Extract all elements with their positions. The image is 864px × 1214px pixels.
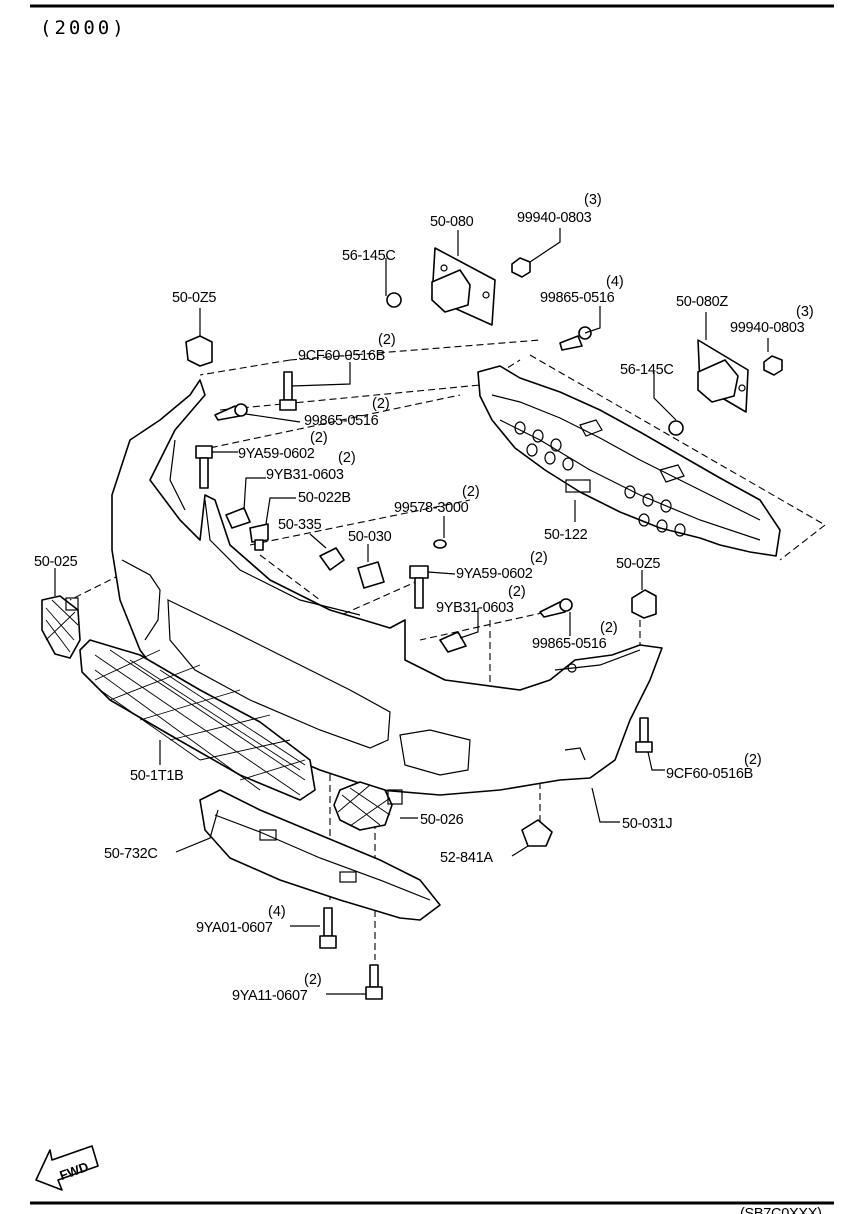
label-9ya11-0607: 9YA11-0607 [232,988,308,1004]
label-9cf60-0516b-b: 9CF60-0516B [666,766,753,782]
year-title: (2000) [40,17,127,39]
qty-9cf60-0516b-a: (2) [378,332,396,348]
fog-lamp-left [41,595,81,659]
qty-9ya01-0607: (4) [268,904,286,920]
absorber-right [697,339,749,413]
fog-lamp-right [333,781,403,831]
label-9ya59-0602-a: 9YA59-0602 [238,446,315,462]
label-50-025: 50-025 [34,554,78,570]
label-99865-0516-c: 99865-0516 [532,636,607,652]
label-50-022b: 50-022B [298,490,351,506]
label-9ya59-0602-b: 9YA59-0602 [456,566,533,582]
qty-99865-0516-b: (2) [372,396,390,412]
qty-9cf60-0516b-b: (2) [744,752,762,768]
label-9ya01-0607: 9YA01-0607 [196,920,273,936]
qty-9yb31-0603-a: (2) [338,450,356,466]
label-9cf60-0516b-a: 9CF60-0516B [298,348,385,364]
label-9yb31-0603-a: 9YB31-0603 [266,467,344,483]
absorber-left [431,247,496,326]
callout-labels: 50-080 (3) 99940-0803 56-145C (4) 99865-… [34,192,814,1004]
qty-9yb31-0603-b: (2) [508,584,526,600]
label-50-030: 50-030 [348,529,392,545]
leader-lines [54,228,769,995]
label-99865-0516-b: 99865-0516 [304,413,379,429]
forward-arrow-icon: FWD [35,1145,99,1191]
label-50-0z5-b: 50-0Z5 [616,556,660,572]
qty-99578-3000: (2) [462,484,480,500]
label-50-080: 50-080 [430,214,474,230]
label-50-1t1b: 50-1T1B [130,768,184,784]
reference-code: (SB7C0XXX) [740,1206,822,1214]
label-99578-3000: 99578-3000 [394,500,469,516]
label-99865-0516-a: 99865-0516 [540,290,615,306]
label-56-145c-a: 56-145C [342,248,396,264]
label-50-031j: 50-031J [622,816,672,832]
label-9yb31-0603-b: 9YB31-0603 [436,600,514,616]
label-52-841a: 52-841A [440,850,493,866]
label-99940-0803-a: 99940-0803 [517,210,592,226]
lower-grille [79,639,316,801]
reinforcement-beam [477,365,781,557]
label-50-0z5-a: 50-0Z5 [172,290,216,306]
qty-99940-0803-b: (3) [796,304,814,320]
label-50-080z: 50-080Z [676,294,728,310]
label-50-026: 50-026 [420,812,464,828]
qty-99940-0803-a: (3) [584,192,602,208]
label-50-732c: 50-732C [104,846,158,862]
qty-99865-0516-a: (4) [606,274,624,290]
qty-9ya59-0602-a: (2) [310,430,328,446]
qty-9ya11-0607: (2) [304,972,322,988]
qty-9ya59-0602-b: (2) [530,550,548,566]
label-50-335: 50-335 [278,517,322,533]
under-cover [199,789,441,921]
label-56-145c-b: 56-145C [620,362,674,378]
label-50-122: 50-122 [544,527,588,543]
label-99940-0803-b: 99940-0803 [730,320,805,336]
fasteners [185,257,783,1000]
qty-99865-0516-c: (2) [600,620,618,636]
